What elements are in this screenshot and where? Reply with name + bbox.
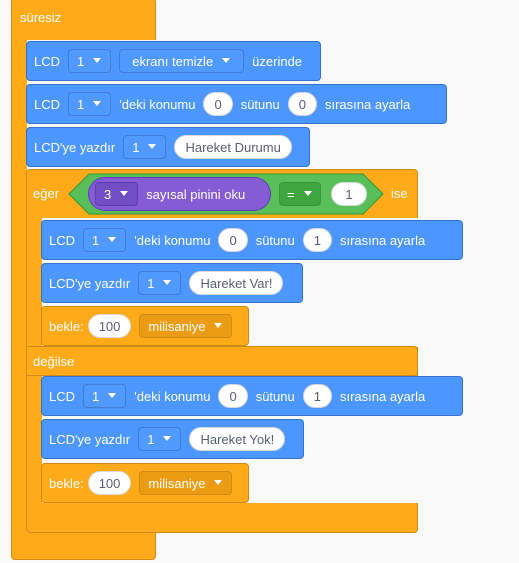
time-unit-dropdown[interactable]: milisaniye [139, 471, 233, 495]
digital-read-block[interactable]: 3 sayısal pinini oku [88, 177, 271, 211]
print-label: LCD'ye yazdır [49, 275, 131, 291]
chevron-down-icon [214, 480, 223, 485]
chevron-down-icon [108, 393, 117, 398]
clear-action-dropdown[interactable]: ekranı temizle [119, 49, 245, 73]
position-label: 'deki konumu [134, 232, 211, 248]
row-input[interactable]: 1 [302, 228, 332, 252]
lcd-number-dropdown[interactable]: 1 [68, 49, 112, 73]
chevron-down-icon [303, 191, 312, 196]
lcd-print-block[interactable]: LCD'ye yazdır 1 Hareket Var! [41, 263, 303, 303]
position-label: 'deki konumu [119, 96, 196, 112]
wait-label: bekle: [49, 318, 84, 334]
forever-label: süresiz [20, 10, 62, 25]
row-input[interactable]: 1 [302, 384, 332, 408]
lcd-number-dropdown[interactable]: 1 [68, 92, 112, 116]
lcd-number-dropdown[interactable]: 1 [83, 228, 127, 252]
pin-read-label: sayısal pinini oku [146, 186, 246, 202]
lcd-number-dropdown[interactable]: 1 [138, 271, 182, 295]
chevron-down-icon [214, 323, 223, 328]
lcd-number-dropdown[interactable]: 1 [83, 384, 127, 408]
row-label: sırasına ayarla [339, 232, 426, 248]
column-input[interactable]: 0 [218, 384, 248, 408]
chevron-down-icon [148, 144, 157, 149]
lcd-set-position-block[interactable]: LCD 1 'deki konumu 0 sütunu 1 sırasına a… [41, 220, 463, 260]
column-input[interactable]: 0 [203, 92, 233, 116]
row-input[interactable]: 0 [287, 92, 317, 116]
wait-value-input[interactable]: 100 [87, 471, 132, 495]
column-label: sütunu [255, 388, 295, 404]
column-input[interactable]: 0 [218, 228, 248, 252]
print-text-input[interactable]: Hareket Durumu [174, 135, 292, 159]
print-label: LCD'ye yazdır [34, 139, 116, 155]
lcd-label: LCD [34, 96, 61, 112]
row-label: sırasına ayarla [339, 388, 426, 404]
chevron-down-icon [120, 191, 129, 196]
if-label: eğer [33, 186, 60, 201]
column-label: sütunu [255, 232, 295, 248]
lcd-set-position-block[interactable]: LCD 1 'deki konumu 0 sütunu 1 sırasına a… [41, 376, 463, 416]
print-text-input[interactable]: Hareket Yok! [189, 427, 286, 451]
print-text-input[interactable]: Hareket Var! [189, 271, 284, 295]
wait-value-input[interactable]: 100 [87, 314, 132, 338]
operator-dropdown[interactable]: = [279, 182, 321, 206]
chevron-down-icon [108, 237, 117, 242]
position-label: 'deki konumu [134, 388, 211, 404]
else-label: değilse [33, 354, 75, 369]
lcd-clear-block[interactable]: LCD 1 ekranı temizle üzerinde [26, 41, 321, 81]
wait-block[interactable]: bekle: 100 milisaniye [41, 463, 249, 503]
compare-value-input[interactable]: 1 [331, 182, 367, 206]
chevron-down-icon [163, 280, 172, 285]
lcd-number-dropdown[interactable]: 1 [138, 427, 182, 451]
chevron-down-icon [93, 58, 102, 63]
lcd-label: LCD [49, 232, 76, 248]
chevron-down-icon [93, 101, 102, 106]
lcd-set-position-block[interactable]: LCD 1 'deki konumu 0 sütunu 0 sırasına a… [26, 84, 447, 124]
chevron-down-icon [222, 58, 231, 63]
column-label: sütunu [240, 96, 280, 112]
row-label: sırasına ayarla [324, 96, 411, 112]
lcd-label: LCD [34, 53, 61, 69]
lcd-print-block[interactable]: LCD'ye yazdır 1 Hareket Durumu [26, 127, 310, 167]
then-label: ise [391, 186, 408, 201]
pin-number-dropdown[interactable]: 3 [95, 182, 139, 206]
lcd-number-dropdown[interactable]: 1 [123, 135, 167, 159]
on-label: üzerinde [252, 53, 303, 69]
wait-label: bekle: [49, 475, 84, 491]
wait-block[interactable]: bekle: 100 milisaniye [41, 306, 249, 346]
time-unit-dropdown[interactable]: milisaniye [139, 314, 233, 338]
print-label: LCD'ye yazdır [49, 431, 131, 447]
chevron-down-icon [163, 436, 172, 441]
lcd-print-block[interactable]: LCD'ye yazdır 1 Hareket Yok! [41, 419, 304, 459]
lcd-label: LCD [49, 388, 76, 404]
